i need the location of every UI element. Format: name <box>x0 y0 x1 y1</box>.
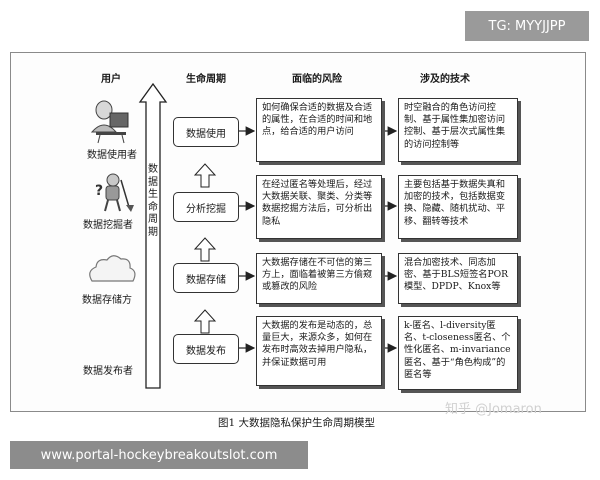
risk-box-data-use: 如何确保合适的数据及合适的属性，在合适的时间和地点，给合适的用户访问 <box>256 98 382 162</box>
stage-label: 数据存储 <box>186 274 226 286</box>
stage-up-arrow <box>193 163 217 188</box>
header-risks: 面临的风险 <box>292 74 342 85</box>
actor-label: 数据挖掘者 <box>83 220 133 231</box>
svg-text:?: ? <box>95 183 103 199</box>
stage-data-use: 数据使用 <box>173 117 239 147</box>
header-users: 用户 <box>101 74 121 85</box>
actor-label: 数据存储方 <box>82 295 132 306</box>
lifecycle-axis-label: 数据生命周期 <box>148 164 158 238</box>
risk-box-data-publishing: 大数据的发布是动态的，总量巨大，来源众多，如何在发布时高效去掉用户隐私，并保证数… <box>256 316 382 386</box>
lifecycle-arrow <box>138 82 168 389</box>
watermark-tag: TG: MYYJJPP <box>465 11 589 41</box>
actor-label: 数据使用者 <box>87 150 137 161</box>
person-with-shovel-icon: ? <box>95 173 134 212</box>
header-techniques: 涉及的技术 <box>420 74 470 85</box>
figure-caption: 图1 大数据隐私保护生命周期模型 <box>218 417 376 429</box>
stage-label: 数据使用 <box>186 128 226 140</box>
stage-up-arrow <box>193 237 217 262</box>
stage-analysis-mining: 分析挖掘 <box>173 192 239 222</box>
stage-label: 分析挖掘 <box>186 203 226 215</box>
stage-data-storage: 数据存储 <box>173 263 239 293</box>
risk-box-data-storage: 大数据存储在不可信的第三方上，面临着被第三方偷窥或篡改的风险 <box>256 253 382 304</box>
risk-box-analysis-mining: 在经过匿名等处理后，经过大数据关联、聚类、分类等数据挖掘方法后，可分析出隐私 <box>256 175 382 239</box>
tech-box-data-use: 时空融合的角色访问控制、基于属性集加密访问控制、基于层次式属性集的访问控制等 <box>398 98 518 162</box>
tech-box-data-storage: 混合加密技术、同态加密、基于BLS短签名POR模型、DPDP、Knox等 <box>398 253 518 304</box>
stage-label: 数据发布 <box>186 345 226 357</box>
watermark-url: www.portal-hockeybreakoutslot.com <box>10 441 308 469</box>
stage-up-arrow <box>193 309 217 334</box>
watermark-zhihu: 知乎 @Jomaron <box>445 402 542 417</box>
tech-box-data-publishing: k-匿名、l-diversity匿名、t-closeness匿名、个性化匿名、m… <box>398 316 518 390</box>
person-at-computer-icon <box>90 100 129 144</box>
stage-data-publishing: 数据发布 <box>173 334 239 364</box>
tech-box-analysis-mining: 主要包括基于数据失真和加密的技术，包括数据变换、隐藏、随机扰动、平移、翻转等技术 <box>398 175 518 239</box>
cloud-icon <box>89 255 136 282</box>
header-lifecycle: 生命周期 <box>186 74 226 85</box>
actor-label: 数据发布者 <box>83 366 133 377</box>
